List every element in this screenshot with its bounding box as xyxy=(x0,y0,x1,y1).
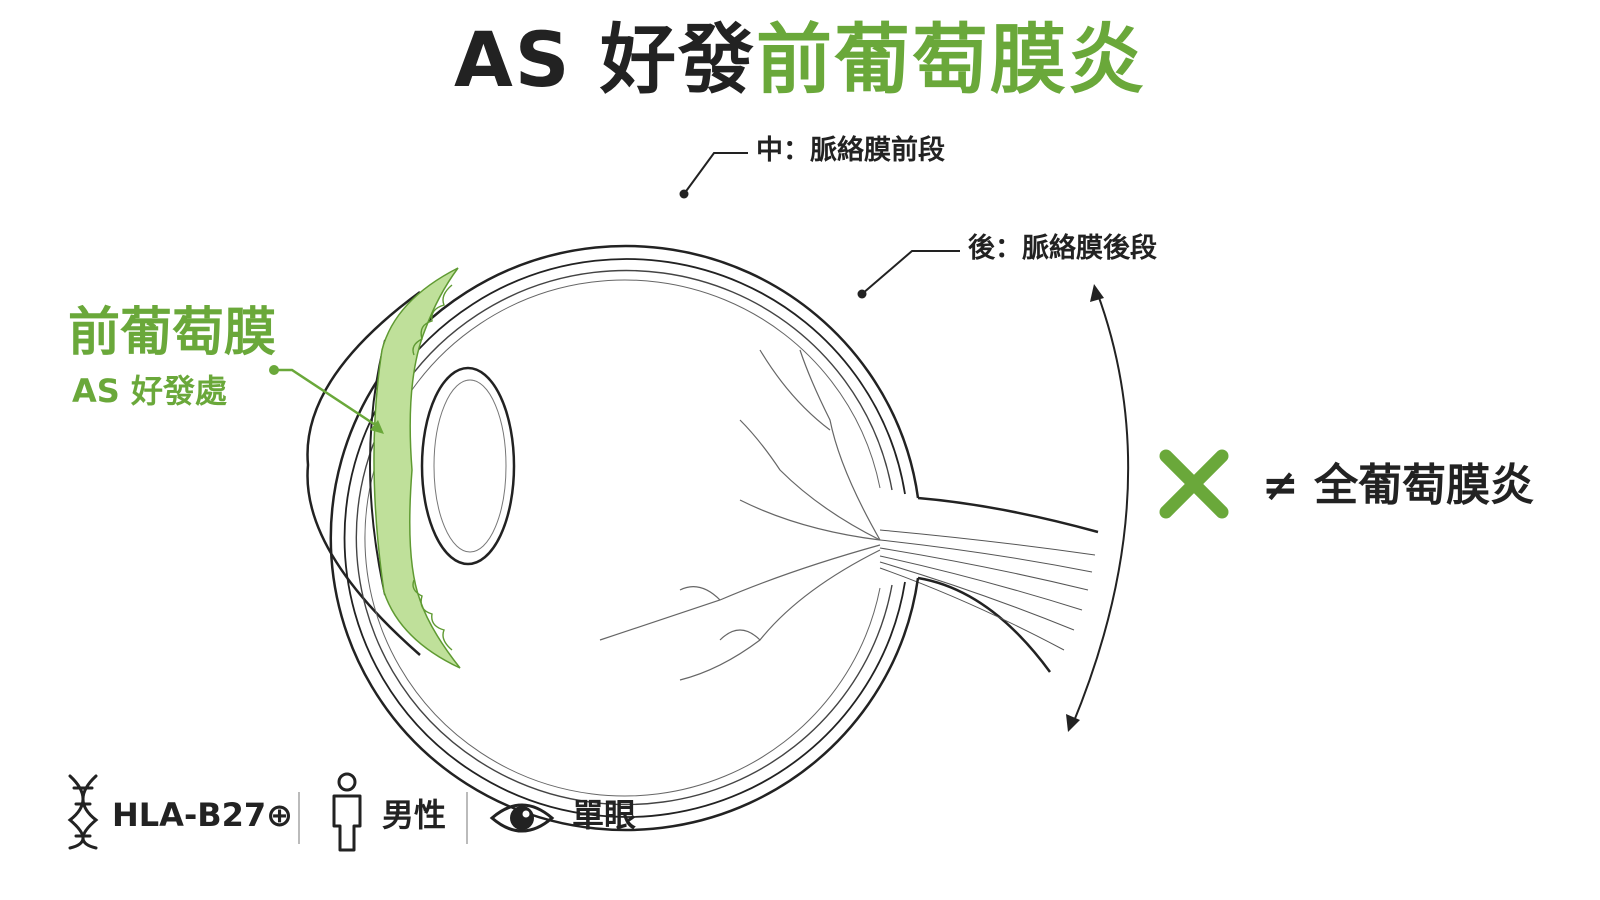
legend-hla-b27: HLA-B27⊕ xyxy=(112,796,293,834)
retinal-vessels xyxy=(599,349,881,681)
uvea-pointer-line xyxy=(274,368,381,430)
male-person-icon xyxy=(332,772,362,852)
middle-choroid-label: 中：脈絡膜前段 xyxy=(756,135,945,166)
title-part-anterior-uveitis: 前葡萄膜炎 xyxy=(756,15,1146,104)
sclera-outer xyxy=(329,244,920,832)
legend-male: 男性 xyxy=(382,796,447,834)
callout-dot-posterior xyxy=(857,289,867,299)
uvea-folds xyxy=(412,284,453,651)
uvea-pointer-arrowhead xyxy=(370,420,384,434)
legend-divider xyxy=(298,792,300,844)
anterior-uvea-label: 前葡萄膜 xyxy=(68,303,277,363)
callout-lines xyxy=(683,152,960,295)
optic-nerve-fibers xyxy=(879,529,1096,651)
arc-arrowhead-bottom xyxy=(1066,714,1080,732)
legend-unilateral: 單眼 xyxy=(572,796,637,834)
lens xyxy=(420,366,516,566)
cornea xyxy=(306,290,421,656)
anterior-uvea xyxy=(373,267,461,669)
posterior-arc xyxy=(1071,291,1130,727)
retina-layer xyxy=(355,269,893,806)
posterior-choroid-label: 後：脈絡膜後段 xyxy=(968,233,1157,264)
page-title: AS 好發前葡萄膜炎 xyxy=(0,18,1600,102)
legend-divider xyxy=(466,792,468,844)
iris-curve xyxy=(369,339,386,596)
arc-arrowhead-top xyxy=(1090,284,1104,302)
eye-icon xyxy=(489,803,555,833)
callout-dot-middle xyxy=(679,189,689,199)
optic-nerve xyxy=(917,496,1099,673)
retina-inner xyxy=(364,279,881,797)
green-x-icon xyxy=(1159,449,1229,519)
dna-icon xyxy=(67,774,99,850)
choroid-layer xyxy=(343,258,906,818)
not-panuveitis-label: ≠ 全葡萄膜炎 xyxy=(1262,460,1535,511)
anterior-uvea-sublabel: AS 好發處 xyxy=(72,372,227,410)
title-part-as: AS 好發 xyxy=(453,15,756,104)
lens-inner xyxy=(433,379,507,553)
